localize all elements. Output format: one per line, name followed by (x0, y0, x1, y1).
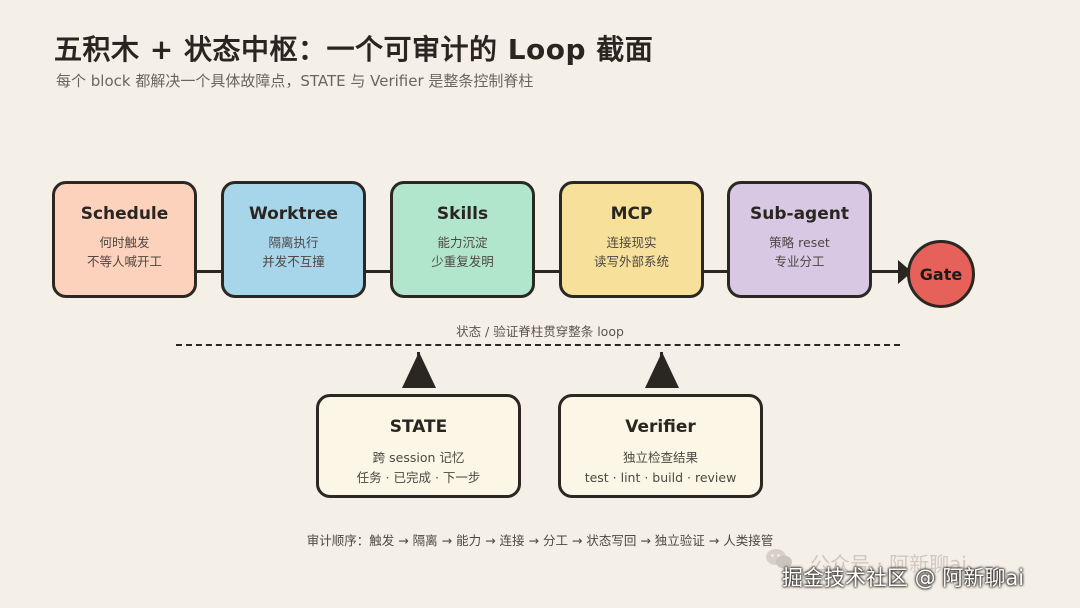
watermark-official-account: 公众号 · 阿新聊ai (810, 552, 967, 576)
block-subagent-line-2: 专业分工 (774, 254, 825, 269)
block-mcp-title: MCP (610, 204, 653, 224)
block-verifier-line-2: test · lint · build · review (584, 470, 737, 485)
watermark-juejin: 掘金技术社区 @ 阿新聊ai (782, 566, 1025, 590)
block-mcp-line-2: 读写外部系统 (593, 254, 669, 269)
block-mcp: MCP 连接现实 读写外部系统 (559, 181, 704, 298)
spine-caption: 状态 / 验证脊柱贯穿整条 loop (456, 324, 624, 339)
block-schedule-title: Schedule (80, 204, 169, 224)
page-subtitle: 每个 block 都解决一个具体故障点，STATE 与 Verifier 是整条… (56, 72, 534, 90)
block-skills-line-1: 能力沉淀 (437, 235, 488, 250)
block-skills-line-2: 少重复发明 (431, 254, 494, 269)
loop-connector-line (190, 270, 920, 273)
block-verifier: Verifier 独立检查结果 test · lint · build · re… (558, 394, 763, 498)
block-worktree-line-2: 并发不互撞 (262, 254, 325, 269)
gate-node: Gate (907, 240, 975, 308)
block-schedule: Schedule 何时触发 不等人喊开工 (52, 181, 197, 298)
block-worktree: Worktree 隔离执行 并发不互撞 (221, 181, 366, 298)
gate-label: Gate (919, 264, 963, 284)
block-verifier-line-1: 独立检查结果 (622, 450, 698, 465)
block-worktree-title: Worktree (248, 204, 339, 224)
block-state-line-1: 跨 session 记忆 (372, 450, 465, 465)
block-state-title: STATE (389, 417, 448, 437)
block-verifier-title: Verifier (625, 417, 696, 437)
block-schedule-line-2: 不等人喊开工 (86, 254, 162, 269)
block-subagent: Sub-agent 策略 reset 专业分工 (727, 181, 872, 298)
block-worktree-line-1: 隔离执行 (268, 235, 319, 250)
block-state-line-2: 任务 · 已完成 · 下一步 (356, 470, 481, 485)
spine-dashed-line (176, 344, 900, 346)
block-skills: Skills 能力沉淀 少重复发明 (390, 181, 535, 298)
audit-order-text: 审计顺序：触发 → 隔离 → 能力 → 连接 → 分工 → 状态写回 → 独立验… (306, 533, 774, 548)
block-schedule-line-1: 何时触发 (99, 235, 150, 250)
block-subagent-line-1: 策略 reset (769, 235, 830, 250)
block-subagent-title: Sub-agent (750, 204, 849, 224)
wechat-icon (766, 549, 792, 569)
state-up-arrow-icon (402, 352, 436, 388)
page-title: 五积木 + 状态中枢：一个可审计的 Loop 截面 (54, 33, 654, 66)
block-mcp-line-1: 连接现实 (606, 235, 657, 250)
verifier-up-arrow-icon (645, 352, 679, 388)
block-state: STATE 跨 session 记忆 任务 · 已完成 · 下一步 (316, 394, 521, 498)
block-skills-title: Skills (436, 204, 489, 224)
